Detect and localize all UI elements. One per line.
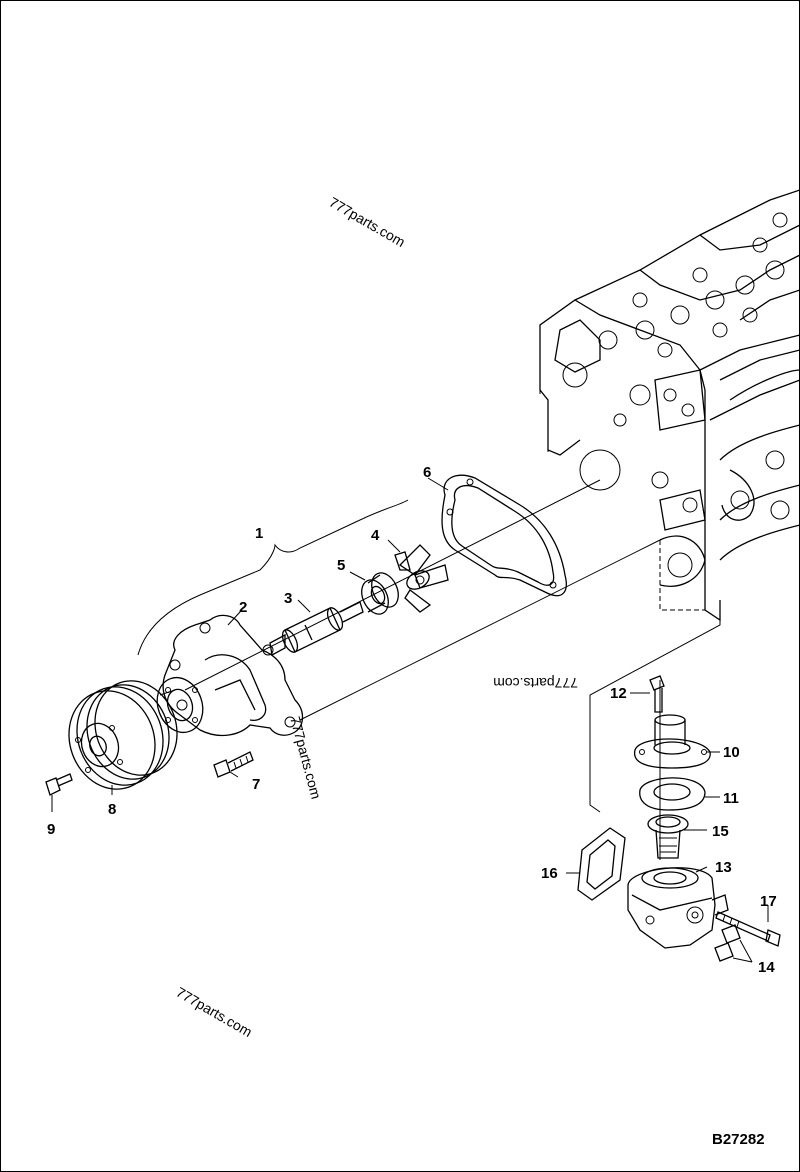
part-9-bolt xyxy=(45,773,73,796)
part-4-impeller xyxy=(394,544,449,613)
callout-11: 11 xyxy=(723,790,739,807)
watermarks: 777parts.com 777parts.com 777parts.com 7… xyxy=(174,194,579,1040)
callout-2: 2 xyxy=(239,599,247,616)
callout-17: 17 xyxy=(760,893,777,910)
alignment-lines xyxy=(159,479,721,860)
part-14-plugs xyxy=(714,924,741,962)
part-12-bolt xyxy=(649,675,665,713)
callout-8: 8 xyxy=(108,801,116,818)
callout-1: 1 xyxy=(255,525,263,542)
part-7-bolt xyxy=(213,751,254,778)
watermark-2: 777parts.com xyxy=(493,675,578,691)
watermark-3: 777parts.com xyxy=(287,715,324,801)
assembly-bracket xyxy=(137,499,409,656)
part-17-bolt xyxy=(715,911,781,947)
callout-6: 6 xyxy=(423,464,431,481)
callout-16: 16 xyxy=(541,865,558,882)
callout-7: 7 xyxy=(252,776,260,793)
callout-9: 9 xyxy=(47,821,55,838)
callout-labels: 1 2 3 4 5 6 7 8 9 10 11 12 13 14 15 16 1… xyxy=(47,464,777,976)
part-6-gasket xyxy=(441,474,567,597)
callout-12: 12 xyxy=(610,685,627,702)
part-10-thermostat-cover xyxy=(633,714,711,769)
callout-15: 15 xyxy=(712,823,729,840)
part-15-thermostat xyxy=(647,814,689,859)
part-2-pump-body xyxy=(156,614,304,737)
part-3-shaft xyxy=(269,601,364,657)
watermark-1: 777parts.com xyxy=(327,194,408,250)
part-5-seal xyxy=(361,572,399,615)
watermark-4: 777parts.com xyxy=(174,984,255,1040)
figure-id: B27282 xyxy=(712,1131,765,1148)
engine-block xyxy=(539,189,800,622)
leader-lines xyxy=(51,477,769,963)
callout-13: 13 xyxy=(715,859,732,876)
callout-14: 14 xyxy=(758,959,775,976)
callout-3: 3 xyxy=(284,590,292,607)
part-8-pulley xyxy=(68,680,178,790)
part-16-gasket xyxy=(577,827,626,901)
part-13-thermostat-housing xyxy=(627,867,729,949)
callout-10: 10 xyxy=(723,744,740,761)
part-11-gasket xyxy=(639,777,706,811)
callout-4: 4 xyxy=(371,527,380,544)
callout-5: 5 xyxy=(337,557,345,574)
